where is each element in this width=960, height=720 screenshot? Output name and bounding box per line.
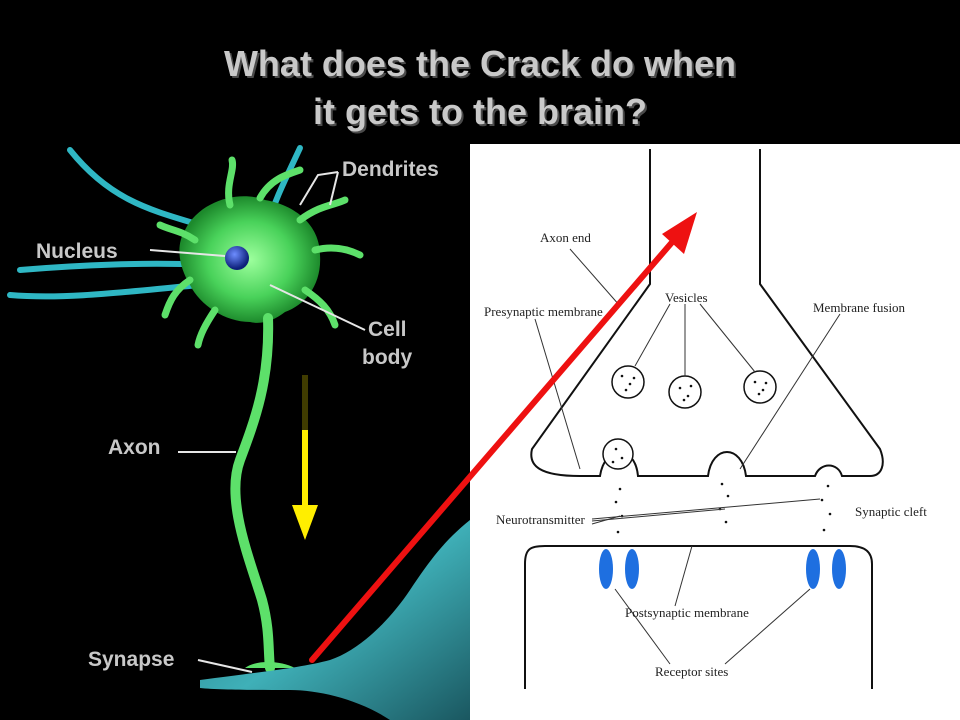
label-cell: Cell [368, 318, 407, 341]
dendrite-path [67, 147, 203, 228]
nucleus-shape [225, 246, 249, 270]
label-neurotransmitter: Neurotransmitter [496, 512, 585, 527]
label-presynaptic-membrane: Presynaptic membrane [484, 304, 603, 319]
title-line-1: What does the Crack do when [223, 43, 737, 84]
synapse-diagram: Axon end Vesicles Membrane fusion Presyn… [470, 144, 960, 720]
leader-lines [149, 171, 366, 673]
label-axon: Axon [108, 436, 161, 459]
receptor-sites [599, 549, 846, 589]
slide-title: What does the Crack do when it gets to t… [0, 40, 960, 136]
label-vesicles: Vesicles [665, 290, 708, 305]
axon-terminal [245, 662, 295, 668]
label-axon-end: Axon end [540, 230, 591, 245]
label-body: body [362, 346, 413, 369]
postsynaptic-neuron [200, 520, 470, 720]
label-postsynaptic-membrane: Postsynaptic membrane [625, 605, 749, 620]
presynaptic-terminal [530, 149, 884, 477]
label-nucleus: Nucleus [36, 240, 118, 263]
title-line-2: it gets to the brain? [312, 91, 647, 132]
label-synaptic-cleft: Synaptic cleft [855, 504, 927, 519]
neurotransmitter-dots [611, 374, 832, 534]
postsynaptic-outline [524, 545, 873, 689]
label-receptor-sites: Receptor sites [655, 664, 728, 679]
down-arrow-icon [292, 375, 318, 540]
axon-shape [230, 313, 275, 673]
vesicles [602, 365, 777, 470]
synapse-leader-lines [534, 248, 841, 665]
label-membrane-fusion: Membrane fusion [813, 300, 906, 315]
label-synapse: Synapse [88, 648, 175, 671]
synapse-drawing: Axon end Vesicles Membrane fusion Presyn… [484, 149, 927, 689]
label-dendrites: Dendrites [342, 158, 439, 181]
